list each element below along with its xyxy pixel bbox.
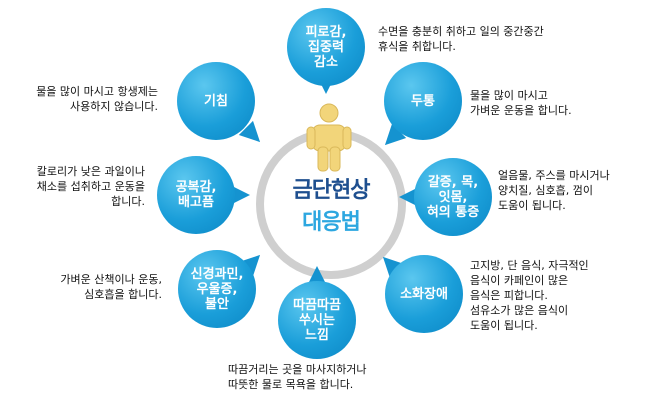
symptom-desc-tingling: 따끔거리는 곳을 마사지하거나 따뜻한 물로 목욕을 합니다. (228, 363, 367, 391)
symptom-desc-indigestion: 고지방, 단 음식, 자극적인 음식이 카페인이 많은 음식은 피합니다. 섬유… (470, 259, 589, 332)
symptom-label: 따끔따끔 쑤시는 느낌 (293, 297, 341, 343)
person-icon (306, 103, 352, 172)
symptom-label: 기침 (204, 93, 228, 109)
bubble-tail (232, 186, 250, 204)
symptom-desc-thirst: 얼음물, 주스를 마시거나 양치질, 심호흡, 껌이 도움이 됩니다. (498, 169, 610, 212)
symptom-desc-fatigue: 수면을 충분히 취하고 일의 중간중간 휴식을 취합니다. (378, 25, 544, 53)
symptom-label: 공복감, 배고픔 (175, 180, 217, 210)
symptom-bubble-thirst: 갈증, 목, 잇몸, 혀의 통증 (414, 158, 492, 236)
symptom-label: 두통 (411, 93, 435, 109)
symptom-label: 피로감, 집중력 감소 (305, 24, 347, 70)
symptom-label: 갈증, 목, 잇몸, 혀의 통증 (426, 174, 480, 220)
symptom-label: 신경과민, 우울증, 불안 (190, 266, 244, 312)
symptom-bubble-tingling: 따끔따끔 쑤시는 느낌 (278, 281, 356, 359)
symptom-bubble-fatigue: 피로감, 집중력 감소 (287, 8, 365, 86)
symptom-bubble-headache: 두통 (384, 62, 462, 140)
symptom-desc-cough: 물을 많이 마시고 항생제는 사용하지 않습니다. (36, 85, 158, 113)
center-title: 금단현상 (292, 178, 371, 203)
symptom-desc-nervousness: 가벼운 산책이나 운동, 심호흡을 합니다. (60, 273, 162, 301)
bubble-tail (308, 266, 326, 284)
symptom-desc-hunger: 칼로리가 낮은 과일이나 채소를 섭취하고 운동을 합니다. (36, 165, 145, 208)
bubble-tail (399, 188, 417, 206)
symptom-desc-headache: 물을 많이 마시고 가벼운 운동을 합니다. (470, 89, 572, 117)
symptom-bubble-hunger: 공복감, 배고픔 (157, 156, 235, 234)
center-subtitle: 대응법 (302, 210, 361, 235)
symptom-bubble-cough: 기침 (177, 62, 255, 140)
symptom-bubble-indigestion: 소화장애 (385, 255, 463, 333)
symptom-bubble-nervousness: 신경과민, 우울증, 불안 (178, 250, 256, 328)
symptom-label: 소화장애 (400, 286, 448, 302)
